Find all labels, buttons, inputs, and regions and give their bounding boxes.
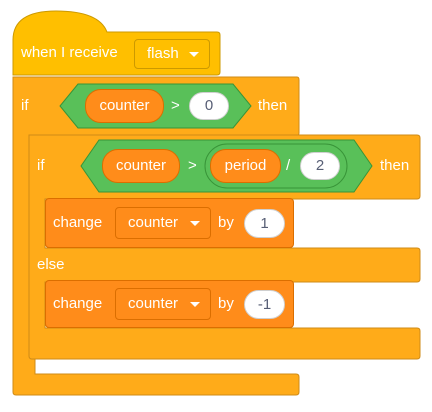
- chevron-down-icon: [189, 52, 199, 57]
- number-input[interactable]: 0: [189, 92, 229, 120]
- variable-dropdown[interactable]: counter: [115, 207, 211, 239]
- period-reporter[interactable]: period: [210, 149, 281, 183]
- message-dropdown-value: flash: [147, 45, 179, 62]
- number-input[interactable]: 1: [244, 209, 285, 238]
- number-input[interactable]: -1: [244, 290, 285, 319]
- when-i-receive-label: when I receive: [21, 44, 118, 61]
- message-dropdown[interactable]: flash: [134, 39, 210, 69]
- counter-reporter[interactable]: counter: [85, 89, 164, 123]
- number-input[interactable]: 2: [300, 152, 340, 180]
- variable-dropdown[interactable]: counter: [115, 288, 211, 320]
- chevron-down-icon: [190, 302, 200, 307]
- operator-symbol: /: [286, 157, 291, 174]
- by-keyword: by: [218, 214, 234, 231]
- variable-dropdown-value: counter: [128, 214, 179, 231]
- change-keyword: change: [53, 214, 103, 231]
- operator-symbol: >: [188, 157, 197, 174]
- chevron-down-icon: [190, 221, 200, 226]
- variable-dropdown-value: counter: [128, 295, 179, 312]
- then-keyword: then: [380, 157, 410, 174]
- by-keyword: by: [218, 295, 234, 312]
- operator-symbol: >: [171, 97, 180, 114]
- counter-reporter[interactable]: counter: [102, 149, 180, 183]
- change-keyword: change: [53, 295, 103, 312]
- else-keyword: else: [37, 256, 65, 273]
- if-keyword: if: [21, 97, 29, 114]
- if-keyword: if: [37, 157, 45, 174]
- then-keyword: then: [258, 97, 288, 114]
- outer-if-block[interactable]: [12, 76, 300, 396]
